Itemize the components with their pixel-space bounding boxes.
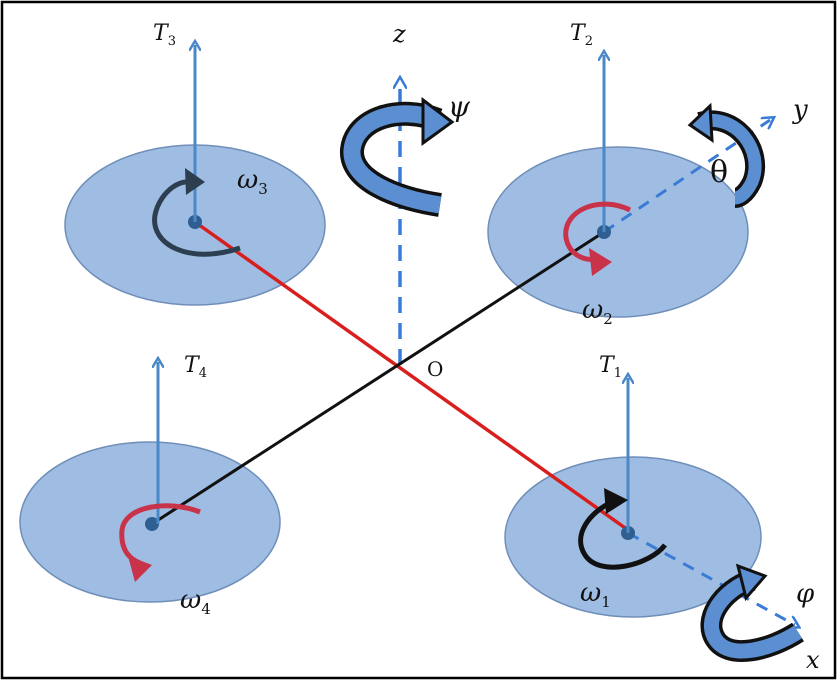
phi-label: φ — [796, 579, 815, 609]
arm-red — [193, 220, 630, 532]
x-axis-label: x — [806, 646, 820, 674]
spin-arrow-3-icon — [152, 179, 241, 257]
omega-label-4: ω4 — [180, 585, 211, 618]
spin-arrow-1-head-icon — [604, 488, 628, 514]
theta-label: θ — [710, 155, 728, 190]
yaw-rotation-head-icon — [421, 96, 455, 146]
arm-black — [151, 230, 605, 526]
thrust-label-4: T4 — [184, 353, 207, 381]
z-axis-label: z — [392, 20, 406, 48]
yaw-rotation-icon — [343, 105, 442, 214]
spin-arrow-2-icon — [563, 201, 632, 262]
spin-arrow-2-head-icon — [589, 248, 612, 276]
thrust-label-1: T1 — [599, 353, 622, 381]
rotor-4-hub — [145, 517, 159, 531]
y-axis-label: y — [792, 95, 808, 125]
pitch-rotation-icon — [698, 113, 762, 205]
thrust-label-2: T2 — [570, 21, 593, 49]
thrust-label-3: T3 — [153, 21, 176, 49]
spin-arrow-1-icon — [578, 499, 667, 570]
spin-arrow-3-head-icon — [185, 168, 205, 195]
roll-rotation-head-icon — [735, 563, 768, 602]
omega-label-3: ω3 — [237, 165, 268, 198]
rotor-2-disc — [487, 146, 749, 318]
spin-arrow-4-head-icon — [128, 556, 152, 582]
omega-label-1: ω1 — [580, 578, 611, 611]
omega-label-2: ω2 — [582, 295, 613, 328]
origin-label: O — [427, 357, 443, 381]
pitch-rotation-head-icon — [687, 102, 714, 143]
psi-label: ψ — [448, 90, 471, 123]
roll-rotation-icon — [704, 572, 803, 659]
x-axis-line — [627, 531, 795, 625]
